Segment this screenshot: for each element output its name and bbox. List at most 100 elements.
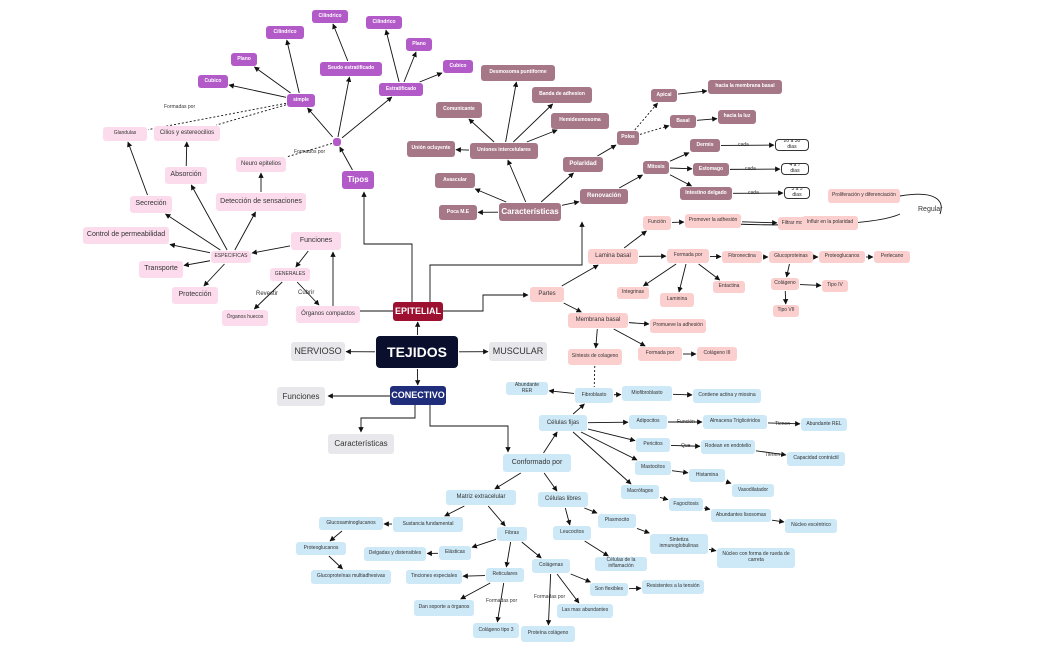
node-macrofagos[interactable]: Macrófagos: [621, 485, 659, 499]
node-funciones[interactable]: Funciones: [291, 232, 341, 250]
node-laminina[interactable]: Laminina: [660, 293, 694, 307]
node-renovacion[interactable]: Renovación: [580, 189, 628, 204]
node-perlecano[interactable]: Perlecano: [874, 251, 910, 263]
node-hacia-luz[interactable]: hacia la luz: [718, 110, 756, 124]
node-con-caracteristicas[interactable]: Características: [328, 434, 394, 454]
node-estratificado[interactable]: Estratificado: [379, 83, 423, 96]
node-lamina[interactable]: Lamina basal: [588, 249, 638, 264]
node-matriz[interactable]: Matriz extracelular: [446, 490, 516, 505]
node-mastocitos[interactable]: Mastocitos: [635, 461, 671, 475]
node-avascular[interactable]: Avascular: [435, 173, 475, 188]
node-pericitos[interactable]: Pericitos: [636, 438, 670, 452]
node-apical[interactable]: Apical: [651, 89, 677, 102]
node-mas-abundantes[interactable]: Las mas abundantes: [557, 604, 613, 618]
node-nervioso[interactable]: NERVIOSO: [291, 342, 345, 361]
node-ocluyente[interactable]: Unión ocluyente: [407, 141, 455, 157]
node-leucocitos[interactable]: Leucocitos: [553, 526, 591, 540]
node-inflamacion[interactable]: Células de la inflamación: [595, 557, 647, 571]
node-glandulas[interactable]: Glandulas: [103, 127, 147, 141]
node-cilindrico-1[interactable]: Cilindrico: [266, 26, 304, 39]
node-banda[interactable]: Banda de adhesion: [532, 87, 592, 103]
node-absorcion[interactable]: Absorción: [165, 167, 207, 184]
node-muscular[interactable]: MUSCULAR: [489, 342, 547, 361]
node-celulas-libres[interactable]: Células libres: [538, 492, 588, 507]
node-actina[interactable]: Contiene actina y miosina: [693, 389, 761, 403]
node-funcion[interactable]: Función: [643, 216, 671, 230]
node-elasticas[interactable]: Elásticas: [439, 546, 471, 560]
node-cilindrico-2[interactable]: Cilindrico: [312, 10, 348, 23]
node-polos[interactable]: Polos: [617, 131, 639, 145]
node-secrecion[interactable]: Secreción: [130, 196, 172, 213]
node-membrana[interactable]: Membrana basal: [568, 313, 628, 328]
node-3-5-dias[interactable]: 3 a 5 dias: [784, 187, 810, 199]
node-glucoproteinas[interactable]: Glucoproteinas: [769, 251, 813, 263]
node-organos-compactos[interactable]: Órganos compactos: [296, 306, 360, 323]
node-tipos[interactable]: Tipos: [342, 171, 374, 189]
node-hacia-membrana[interactable]: hacia la membrana basal: [708, 80, 782, 94]
node-partes[interactable]: Partes: [530, 287, 564, 302]
node-resistentes[interactable]: Resistentes a la tensión: [642, 580, 704, 594]
node-formada-por-2[interactable]: Formada por: [638, 347, 682, 361]
node-capacidad[interactable]: Capacidad contráctil: [787, 452, 845, 466]
node-estomago[interactable]: Estomago: [693, 163, 729, 176]
node-cubico-2[interactable]: Cubico: [443, 60, 473, 73]
node-cubico-1[interactable]: Cubico: [198, 75, 228, 88]
node-excentrico[interactable]: Núcleo excéntrico: [785, 519, 837, 533]
node-comunicante[interactable]: Comunicante: [436, 102, 482, 118]
node-seudo[interactable]: Seudo estratificado: [320, 62, 382, 76]
node-lisosomas[interactable]: Abundantes lisosomas: [711, 509, 771, 522]
node-pocame[interactable]: Poca M.E: [439, 205, 477, 220]
node-proteina-colageno[interactable]: Proteína colágeno: [521, 626, 575, 642]
node-fibras[interactable]: Fibras: [497, 527, 527, 541]
node-flexibles[interactable]: Son flexibles: [590, 583, 628, 596]
node-cilindrico-3[interactable]: Cilindrico: [366, 16, 402, 29]
node-entactina[interactable]: Entactina: [713, 281, 745, 293]
node-promueve[interactable]: Promueve la adhesión: [650, 319, 706, 333]
node-influir[interactable]: Influir en la polaridad: [802, 216, 858, 230]
node-proliferacion[interactable]: Proliferación y diferenciación: [828, 189, 900, 203]
node-neuro[interactable]: Neuro epitelios: [236, 157, 286, 172]
node-uniones[interactable]: Uniones intercelulares: [470, 143, 538, 159]
node-miofibroblasto[interactable]: Miofibroblasto: [622, 386, 672, 401]
node-histamina[interactable]: Histamina: [689, 469, 725, 482]
node-fibronectina[interactable]: Fibronectina: [722, 251, 762, 263]
node-adipocitos[interactable]: Adipocitos: [629, 415, 667, 429]
node-multiadhesivas[interactable]: Glucoproteínas multiadhesivas: [311, 570, 391, 584]
node-promover[interactable]: Promover la adhesión: [685, 214, 741, 228]
node-rueda[interactable]: Núcleo con forma de rueda de carreta: [717, 548, 795, 568]
node-tipo-vii[interactable]: Tipo VII: [773, 305, 799, 317]
node-conectivo[interactable]: CONECTIVO: [390, 386, 446, 405]
node-transporte[interactable]: Transporte: [139, 261, 183, 278]
node-permeabilidad[interactable]: Control de permeabilidad: [83, 227, 169, 244]
node-colageno-iii[interactable]: Colágeno III: [697, 347, 737, 361]
node-tipo-iv[interactable]: Tipo IV: [822, 280, 848, 292]
node-intestino[interactable]: Intestino delgado: [680, 187, 732, 200]
node-especificas[interactable]: ESPECIFICAS: [211, 251, 251, 263]
node-celulas-fijas[interactable]: Células fijas: [539, 415, 587, 431]
node-soporte[interactable]: Dan soporte a órganos: [414, 600, 474, 616]
node-almacena[interactable]: Almacena Triglicéridos: [703, 415, 767, 429]
node-abundante-rel[interactable]: Abundante REL: [801, 418, 847, 431]
node-colageno[interactable]: Colágeno: [771, 278, 799, 290]
node-caracteristicas[interactable]: Características: [499, 203, 561, 221]
node-abundante-rer[interactable]: Abundante RER: [506, 382, 548, 395]
node-colagenas[interactable]: Colágenas: [532, 559, 570, 573]
node-organos-huecos[interactable]: Órganos huecos: [222, 310, 268, 326]
node-deteccion[interactable]: Detección de sensaciones: [216, 193, 306, 211]
node-sintetiza[interactable]: Sintetiza inmunoglobulinas: [650, 534, 708, 554]
node-rodean[interactable]: Rodean en endotelio: [701, 440, 755, 454]
node-vasodilatador[interactable]: Vasodilatador: [732, 484, 774, 497]
node-tejidos[interactable]: TEJIDOS: [376, 336, 458, 368]
node-simple[interactable]: simple: [287, 94, 315, 107]
node-plano-2[interactable]: Plano: [406, 38, 432, 51]
node-polaridad[interactable]: Polaridad: [563, 157, 603, 172]
node-tinciones[interactable]: Tinciones especiales: [406, 570, 462, 584]
node-proteoglucanos-1[interactable]: Proteoglucanos: [819, 251, 865, 263]
node-proteccion[interactable]: Protección: [172, 287, 218, 304]
node-20-30-dias[interactable]: 20 a 30 dias: [775, 139, 809, 151]
node-colageno-tipo-3[interactable]: Colágeno tipo 3: [473, 623, 519, 638]
node-reticulares[interactable]: Reticulares: [486, 568, 524, 582]
node-plano-1[interactable]: Plano: [231, 53, 257, 66]
node-hemidesmosoma[interactable]: Hemidesmosoma: [551, 113, 609, 129]
node-formada-por-1[interactable]: Formada por: [667, 249, 709, 263]
